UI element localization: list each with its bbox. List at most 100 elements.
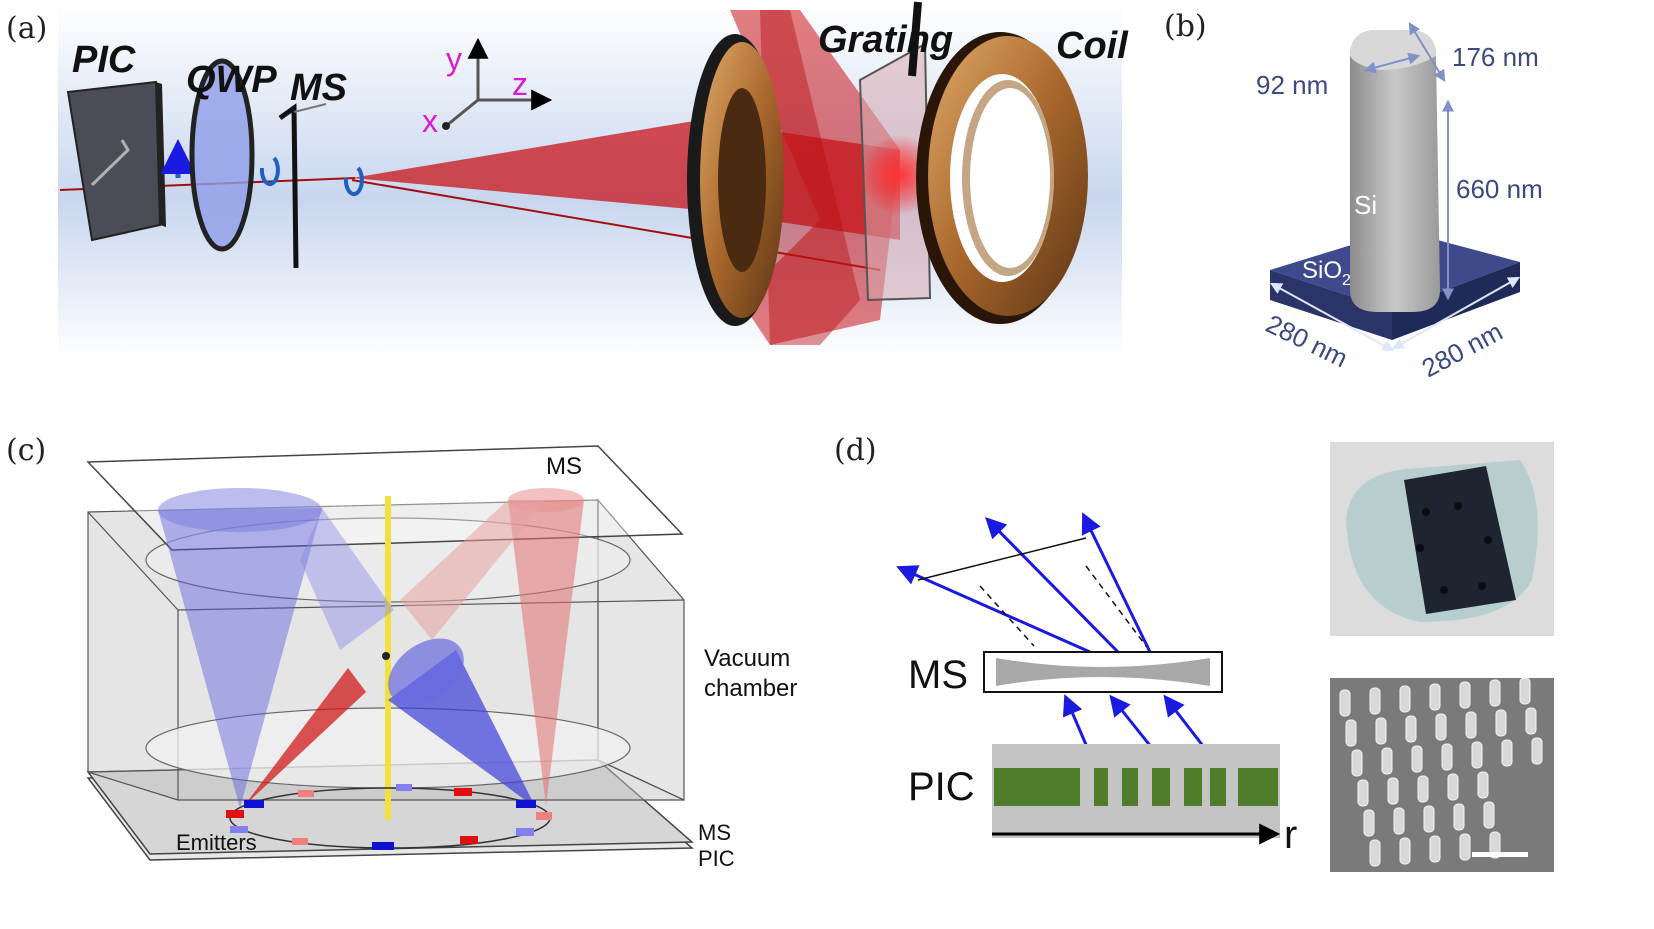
panel-b: (b) SiO2 Si 92 nm 176 nm 660 nm 280 nm 2… bbox=[1164, 9, 1543, 383]
pic-grating-block-2 bbox=[1238, 768, 1278, 806]
dim-height-label: 660 nm bbox=[1456, 174, 1543, 204]
left-coil bbox=[687, 34, 784, 326]
ms-top-label: MS bbox=[546, 453, 582, 480]
sem-pillar bbox=[1459, 681, 1471, 709]
output-ray-1 bbox=[896, 565, 1091, 654]
pic-label-d: PIC bbox=[908, 765, 975, 809]
circular-pol-icon-1 bbox=[259, 156, 280, 187]
dim-depth-label: 176 nm bbox=[1452, 42, 1539, 72]
sem-pillar bbox=[1381, 747, 1393, 775]
pic-grating-tooth-2 bbox=[1122, 768, 1138, 806]
pic-grating-tooth-5 bbox=[1210, 768, 1226, 806]
sem-pillar bbox=[1423, 805, 1435, 833]
sem-pillar bbox=[1411, 745, 1423, 773]
dashed-normal-2 bbox=[1085, 565, 1147, 647]
panel-c-label: (c) bbox=[6, 433, 46, 468]
ms-label-a: MS bbox=[290, 67, 347, 109]
sem-pillar bbox=[1465, 711, 1477, 739]
coordinate-axes: y z x bbox=[422, 37, 553, 139]
panel-d: (d) MS PIC r bbox=[834, 433, 1554, 872]
sem-pillar bbox=[1471, 741, 1483, 769]
pic-grating-block-1 bbox=[994, 768, 1080, 806]
chamber-label-line1: Vacuum bbox=[704, 645, 790, 672]
base2-arrow bbox=[1391, 276, 1521, 350]
sem-pillar bbox=[1369, 839, 1381, 867]
si-pillar bbox=[1350, 30, 1440, 312]
sem-pillar bbox=[1405, 715, 1417, 743]
sem-pillar bbox=[1525, 707, 1537, 735]
grating-label: Grating bbox=[818, 19, 953, 61]
dim-base2-label: 280 nm bbox=[1417, 316, 1508, 383]
sem-pillar bbox=[1531, 737, 1543, 765]
pic-grating-tooth-1 bbox=[1094, 768, 1108, 806]
sem-pillar bbox=[1459, 833, 1471, 861]
sem-pillar bbox=[1339, 689, 1351, 717]
sem-pillar bbox=[1345, 719, 1357, 747]
pic-label: PIC bbox=[72, 39, 136, 81]
diffracted-beam-2 bbox=[760, 10, 860, 345]
sem-pillar bbox=[1393, 807, 1405, 835]
red-cone-left bbox=[244, 668, 366, 806]
panel-c: (c) MS bbox=[6, 433, 797, 871]
sem-pillar bbox=[1357, 779, 1369, 807]
emitters bbox=[226, 784, 552, 850]
panel-b-label: (b) bbox=[1164, 9, 1207, 44]
sem-pillar bbox=[1399, 685, 1411, 713]
blue-cone-center-top bbox=[388, 638, 464, 706]
pic-grating-tooth-3 bbox=[1152, 768, 1170, 806]
axis-y-label: y bbox=[446, 41, 462, 77]
sem-pillar bbox=[1363, 809, 1375, 837]
panel-a: (a) PIC QWP MS y z x bbox=[6, 1, 1129, 360]
sem-pillar bbox=[1429, 683, 1441, 711]
output-ray-3 bbox=[1081, 512, 1152, 653]
sem-pillar bbox=[1351, 749, 1363, 777]
dim-width-label: 92 nm bbox=[1256, 70, 1328, 100]
ms-bottom-label: MS bbox=[698, 820, 731, 845]
qwp-disc bbox=[189, 58, 255, 252]
axis-x-label: x bbox=[422, 103, 438, 139]
sem-pillar bbox=[1375, 717, 1387, 745]
sem-pillar bbox=[1369, 687, 1381, 715]
sem-pillar bbox=[1447, 773, 1459, 801]
axis-z-label: z bbox=[512, 66, 528, 102]
scale-bar bbox=[1472, 852, 1528, 857]
device-photo bbox=[1330, 442, 1554, 636]
r-axis-label: r bbox=[1284, 813, 1297, 857]
substrate-material-label: SiO2 bbox=[1302, 257, 1351, 289]
sem-pillar bbox=[1489, 831, 1501, 859]
si-label: Si bbox=[1354, 190, 1377, 220]
sem-pillar bbox=[1387, 777, 1399, 805]
sem-pillar bbox=[1417, 775, 1429, 803]
red-cone-right bbox=[508, 500, 584, 806]
qwp-label: QWP bbox=[186, 59, 277, 101]
ms-plate bbox=[278, 103, 299, 269]
sem-pillar bbox=[1519, 677, 1531, 705]
panel-a-label: (a) bbox=[6, 11, 47, 46]
ms-lens-shape bbox=[996, 658, 1210, 686]
sem-pillar bbox=[1495, 709, 1507, 737]
blue-cone-left-top bbox=[158, 488, 322, 532]
ms-label-d: MS bbox=[908, 653, 968, 697]
sem-pillar bbox=[1501, 739, 1513, 767]
depth-arrow bbox=[1408, 21, 1446, 83]
emitters-label: Emitters bbox=[176, 830, 257, 855]
red-cone-upper bbox=[400, 500, 546, 640]
base1-arrow bbox=[1269, 282, 1395, 352]
sem-image bbox=[1330, 677, 1554, 872]
coil-label: Coil bbox=[1056, 25, 1129, 67]
sem-pillar bbox=[1435, 713, 1447, 741]
pic-bottom-label: PIC bbox=[698, 846, 735, 871]
sem-pillar bbox=[1453, 803, 1465, 831]
output-ray-2 bbox=[985, 517, 1120, 654]
wavefront-line bbox=[917, 537, 1087, 581]
sem-pillar bbox=[1483, 801, 1495, 829]
sem-pillar bbox=[1429, 835, 1441, 863]
sem-pillar bbox=[1477, 771, 1489, 799]
pic-waveguide bbox=[90, 139, 130, 187]
chamber-edge-2 bbox=[87, 511, 179, 611]
grating-rod bbox=[908, 1, 922, 77]
center-point bbox=[382, 652, 390, 660]
ms-plate-line bbox=[293, 103, 327, 113]
blue-cone-left bbox=[158, 508, 322, 808]
